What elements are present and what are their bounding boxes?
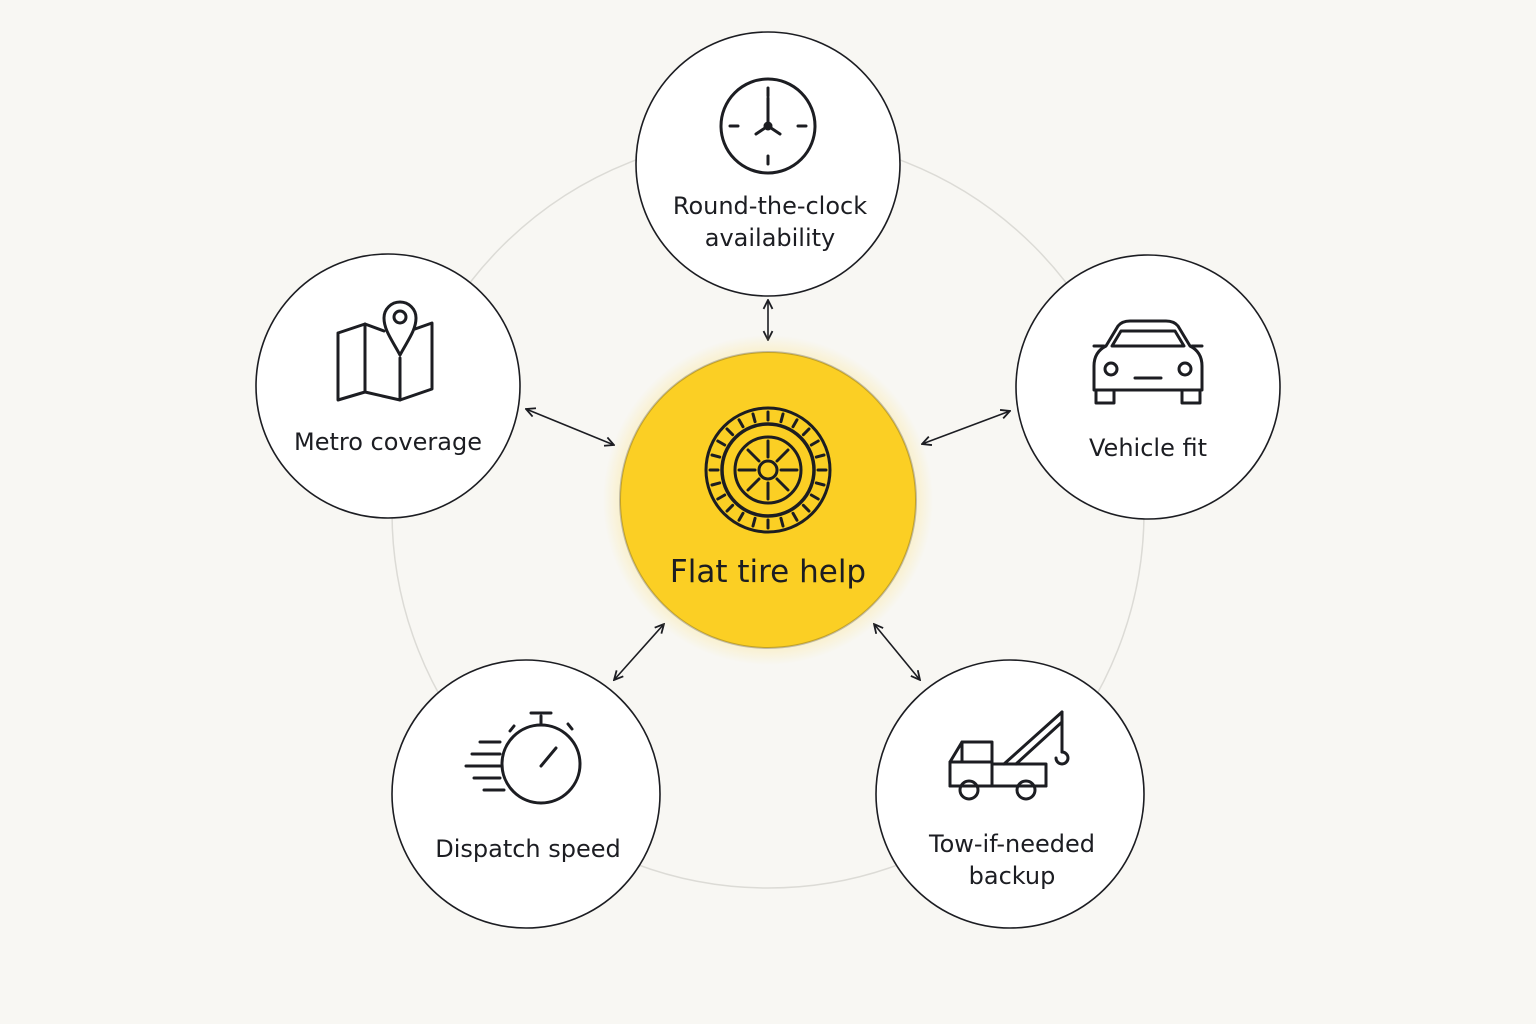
connectors	[526, 300, 1010, 680]
tread-mark	[737, 418, 745, 429]
node-vehicle-fit: Vehicle fit	[1015, 254, 1281, 520]
node-round-the-clock: Round-the-clock availability	[635, 31, 901, 297]
connector-bottom-right	[874, 624, 920, 680]
map-pin-icon	[336, 300, 434, 402]
tread-mark	[801, 503, 811, 513]
tread-mark	[814, 481, 826, 487]
tread-mark	[716, 493, 727, 501]
connector-right	[922, 411, 1010, 444]
car-icon	[1092, 319, 1204, 405]
tire-icon	[704, 406, 832, 534]
tread-mark	[809, 439, 820, 447]
node-circle	[1015, 254, 1281, 520]
tread-mark	[801, 427, 811, 437]
node-label: Dispatch speed	[435, 835, 621, 863]
tread-mark	[814, 453, 826, 459]
tread-mark	[725, 427, 735, 437]
stopwatch-icon	[464, 711, 582, 805]
node-label-line2: backup	[969, 862, 1056, 890]
tread-mark	[779, 516, 785, 528]
hub-node: Flat tire help	[603, 335, 933, 665]
node-dispatch-speed: Dispatch speed	[391, 659, 661, 929]
node-label: Vehicle fit	[1089, 434, 1207, 462]
connector-left	[526, 409, 614, 445]
node-circle	[875, 659, 1145, 929]
tread-mark	[791, 511, 799, 522]
tread-mark	[751, 516, 757, 528]
connector-bottom-left	[614, 624, 664, 680]
node-label-line1: Tow-if-needed	[928, 830, 1095, 858]
hub-label: Flat tire help	[670, 554, 866, 590]
node-circle	[255, 253, 521, 519]
node-label-line2: availability	[705, 224, 836, 252]
tread-mark	[791, 418, 799, 429]
node-label: Metro coverage	[294, 428, 482, 456]
tread-mark	[779, 412, 785, 424]
node-tow-backup: Tow-if-needed backup	[875, 659, 1145, 929]
tow-truck-icon	[948, 710, 1070, 801]
node-circle	[391, 659, 661, 929]
tread-mark	[710, 481, 722, 487]
node-label-line1: Round-the-clock	[673, 192, 867, 220]
clock-icon	[719, 77, 817, 175]
tread-mark	[710, 453, 722, 459]
tread-mark	[751, 412, 757, 424]
tread-mark	[809, 493, 820, 501]
tread-mark	[716, 439, 727, 447]
tread-mark	[737, 511, 745, 522]
tread-mark	[725, 503, 735, 513]
node-metro-coverage: Metro coverage	[255, 253, 521, 519]
